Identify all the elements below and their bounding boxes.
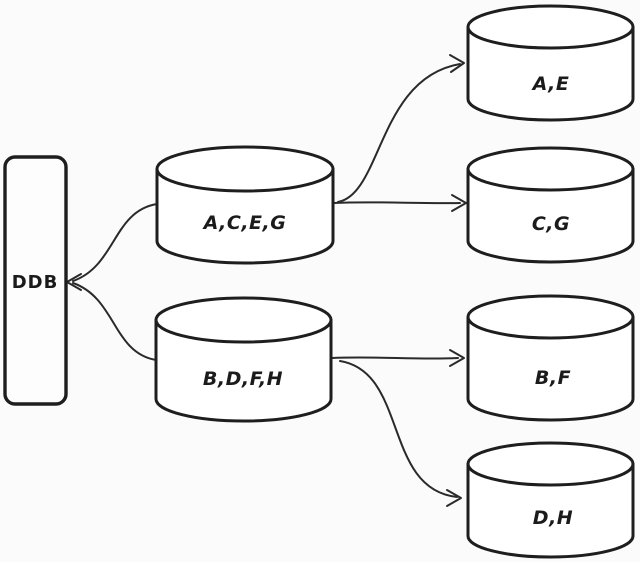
partition-cg-label: C,G [532, 213, 570, 235]
partition-ae-label: A,E [531, 73, 570, 95]
arrowhead-partition-cg-icon [451, 194, 467, 212]
router-node-ddb: DDB [3, 155, 68, 406]
shard-aceg-label: A,C,E,G [202, 212, 287, 234]
edge-shard-aceg-to-partition-ae [337, 54, 465, 203]
arrowhead-into-ddb-icon [66, 273, 82, 291]
partition-node-cg: C,G [466, 146, 635, 264]
arrowhead-partition-bf-icon [449, 349, 465, 367]
router-label: DDB [12, 272, 59, 293]
shard-node-bdfh: B,D,F,H [154, 296, 333, 423]
edge-shard-bdfh-to-ddb [72, 282, 157, 361]
edge-shard-bdfh-to-partition-dh [339, 360, 462, 507]
arrowhead-partition-ae-icon [449, 54, 465, 73]
partition-node-ae: A,E [466, 4, 635, 122]
shard-bdfh-label: B,D,F,H [203, 368, 283, 390]
partition-node-dh: D,H [466, 441, 635, 559]
edge-shard-aceg-to-partition-cg [333, 194, 467, 212]
shard-node-aceg: A,C,E,G [155, 145, 335, 265]
partition-bf-label: B,F [535, 367, 571, 389]
partition-dh-label: D,H [533, 507, 573, 529]
partition-node-bf: B,F [466, 294, 635, 422]
edge-shard-bdfh-to-partition-bf [331, 349, 465, 367]
edge-shard-aceg-to-ddb [72, 203, 158, 282]
arrowhead-partition-dh-icon [446, 489, 462, 507]
